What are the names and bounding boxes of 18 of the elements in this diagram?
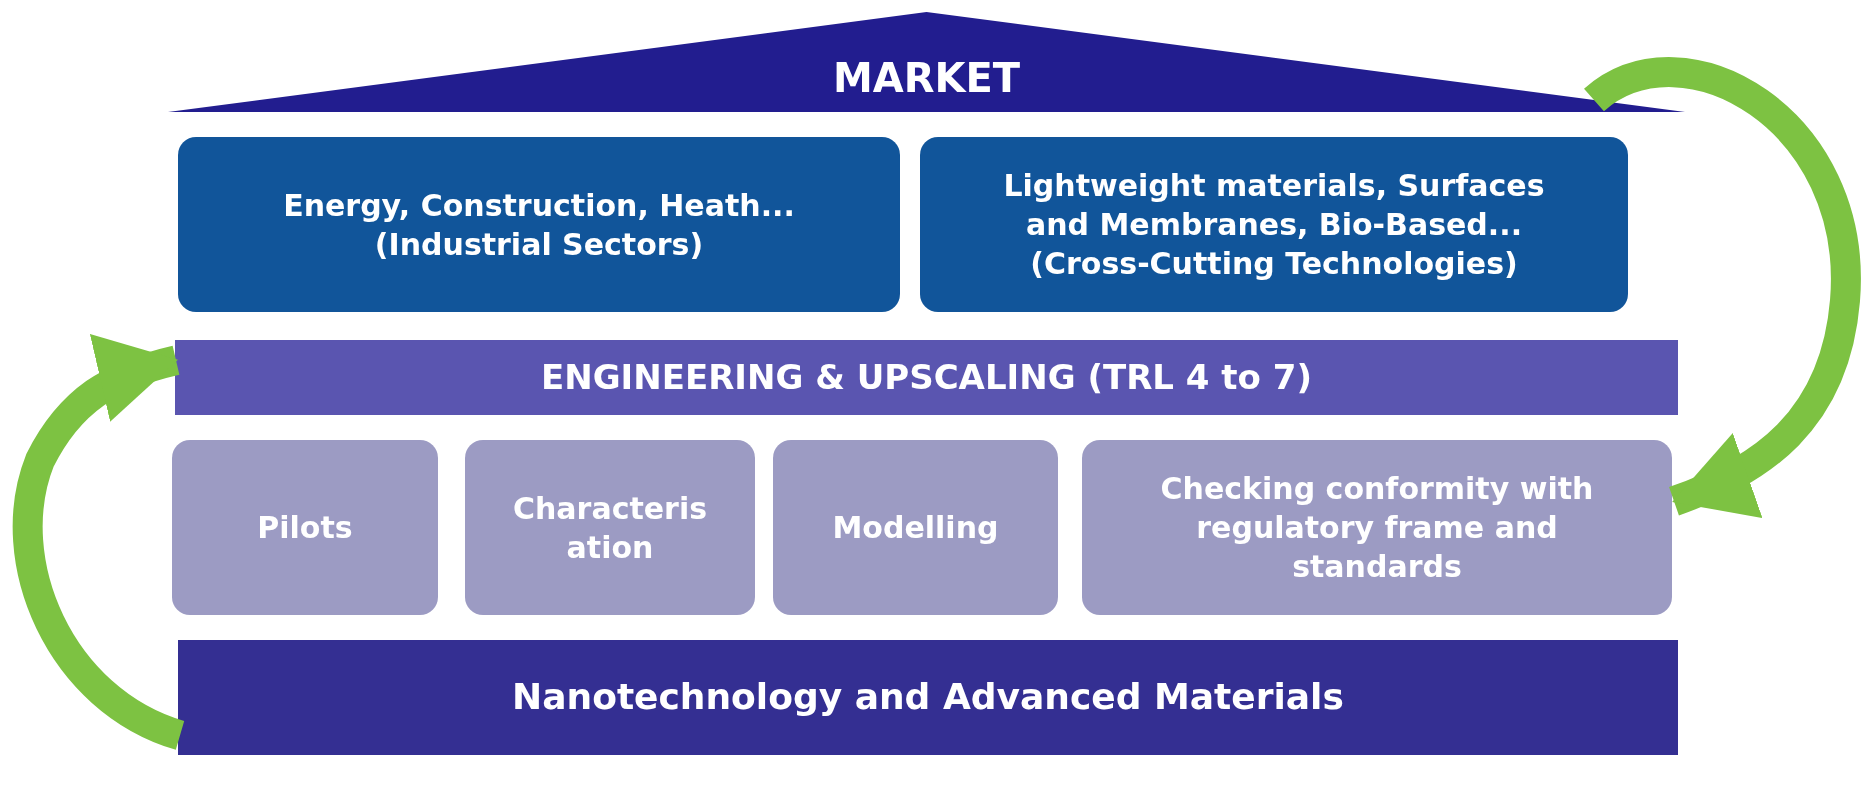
activity-box (465, 440, 755, 615)
box-label: MARKET (832, 54, 1021, 103)
activity-box (773, 440, 1058, 615)
foundation-band (178, 640, 1678, 755)
box-label: ENGINEERING & UPSCALING (TRL 4 to 7) (541, 356, 1312, 400)
curved-arrow (13, 335, 186, 750)
box-label: Checking conformity with regulatory frame and standards (1159, 470, 1595, 586)
box-label: Energy, Construction, Heath... (Industrial Sectors) (282, 186, 796, 264)
box-label: Modelling (832, 509, 999, 547)
activity-box (1082, 440, 1672, 615)
engineering-band (175, 340, 1678, 415)
box-label: Pilots (257, 509, 353, 547)
activity-box (172, 440, 438, 615)
sector-box (178, 137, 900, 312)
box-label: Characteris ation (511, 489, 709, 567)
box-label: Nanotechnology and Advanced Materials (512, 675, 1344, 720)
box-label: Lightweight materials, Surfaces and Membranes, Bio-Based... (Cross-Cutting Technologies) (1002, 167, 1546, 283)
technology-box (920, 137, 1628, 312)
